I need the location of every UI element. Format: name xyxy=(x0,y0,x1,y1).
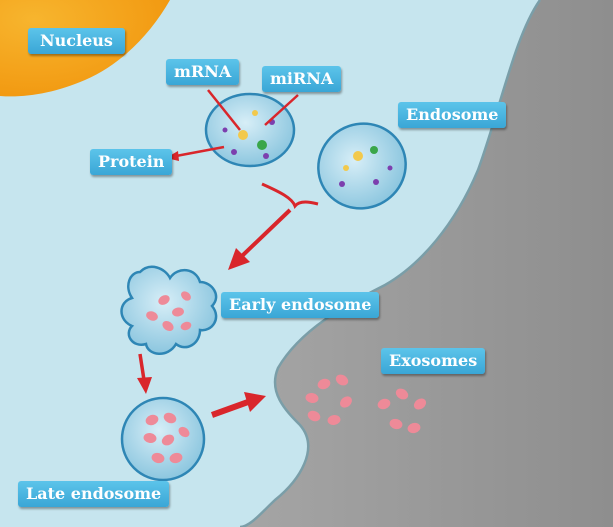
cell-membrane xyxy=(239,0,542,527)
exosome-particle xyxy=(327,414,341,426)
nucleus-label: Nucleus xyxy=(28,28,125,54)
merge-bracket xyxy=(261,182,319,209)
protein-dot xyxy=(257,140,267,150)
cargo-dot xyxy=(231,149,237,155)
cargo-dot xyxy=(343,165,349,171)
merge-arrow xyxy=(240,208,292,258)
exosome-particle xyxy=(389,418,403,430)
cargo-dot xyxy=(339,181,345,187)
release-arrowhead xyxy=(244,392,266,412)
protein-label: Protein xyxy=(90,149,173,175)
maturation-arrowhead xyxy=(137,377,152,394)
exosome-particle xyxy=(305,392,319,404)
cargo-dot xyxy=(263,153,269,159)
exosome-particle xyxy=(181,291,191,301)
mirna-label: miRNA xyxy=(262,66,342,92)
release-arrow xyxy=(210,399,250,418)
protein-pointer xyxy=(175,145,225,158)
exosome-particle xyxy=(162,320,174,332)
endosome-vesicle xyxy=(317,122,407,210)
cargo-dot xyxy=(353,151,363,161)
cargo-dot xyxy=(373,179,379,185)
exosome-particle xyxy=(178,426,190,438)
cytoplasm xyxy=(0,0,540,527)
exosome-particle xyxy=(180,321,192,331)
exosome-particle xyxy=(161,434,175,446)
exosome-particle xyxy=(143,432,157,444)
cargo-dot xyxy=(370,146,378,154)
early-endosome-shape xyxy=(120,265,218,355)
exosome-particle xyxy=(172,307,184,317)
cargo-dot xyxy=(222,127,228,133)
cargo-vesicle xyxy=(204,92,296,168)
exosome-particle xyxy=(395,388,409,400)
exosome-particle xyxy=(407,422,421,434)
maturation-arrow xyxy=(138,353,146,381)
exosome-particle xyxy=(145,414,159,426)
exosome-particle xyxy=(163,412,177,424)
mrna-label: mRNA xyxy=(166,59,240,85)
late-endosome-label: Late endosome xyxy=(18,481,170,507)
exosome-particle xyxy=(340,396,352,408)
endosome-label: Endosome xyxy=(398,102,507,128)
mrna-pointer xyxy=(207,89,241,131)
exosome-particle xyxy=(377,398,391,410)
cargo-dot xyxy=(387,165,393,171)
exosome-particle xyxy=(146,311,158,321)
exosome-particle xyxy=(169,452,183,464)
exosome-particle xyxy=(307,410,321,422)
early-endosome-label: Early endosome xyxy=(221,292,380,318)
exosome-particle xyxy=(158,295,170,305)
mirna-pointer xyxy=(264,94,299,126)
merge-arrowhead xyxy=(228,248,250,270)
exosome-particle xyxy=(335,374,349,386)
exosomes-label: Exosomes xyxy=(381,348,486,374)
exosome-particle xyxy=(413,398,427,410)
exosome-particle xyxy=(317,378,331,390)
exosome-particle xyxy=(151,452,165,464)
mirna-dot xyxy=(252,110,258,116)
mrna-dot xyxy=(238,130,248,140)
